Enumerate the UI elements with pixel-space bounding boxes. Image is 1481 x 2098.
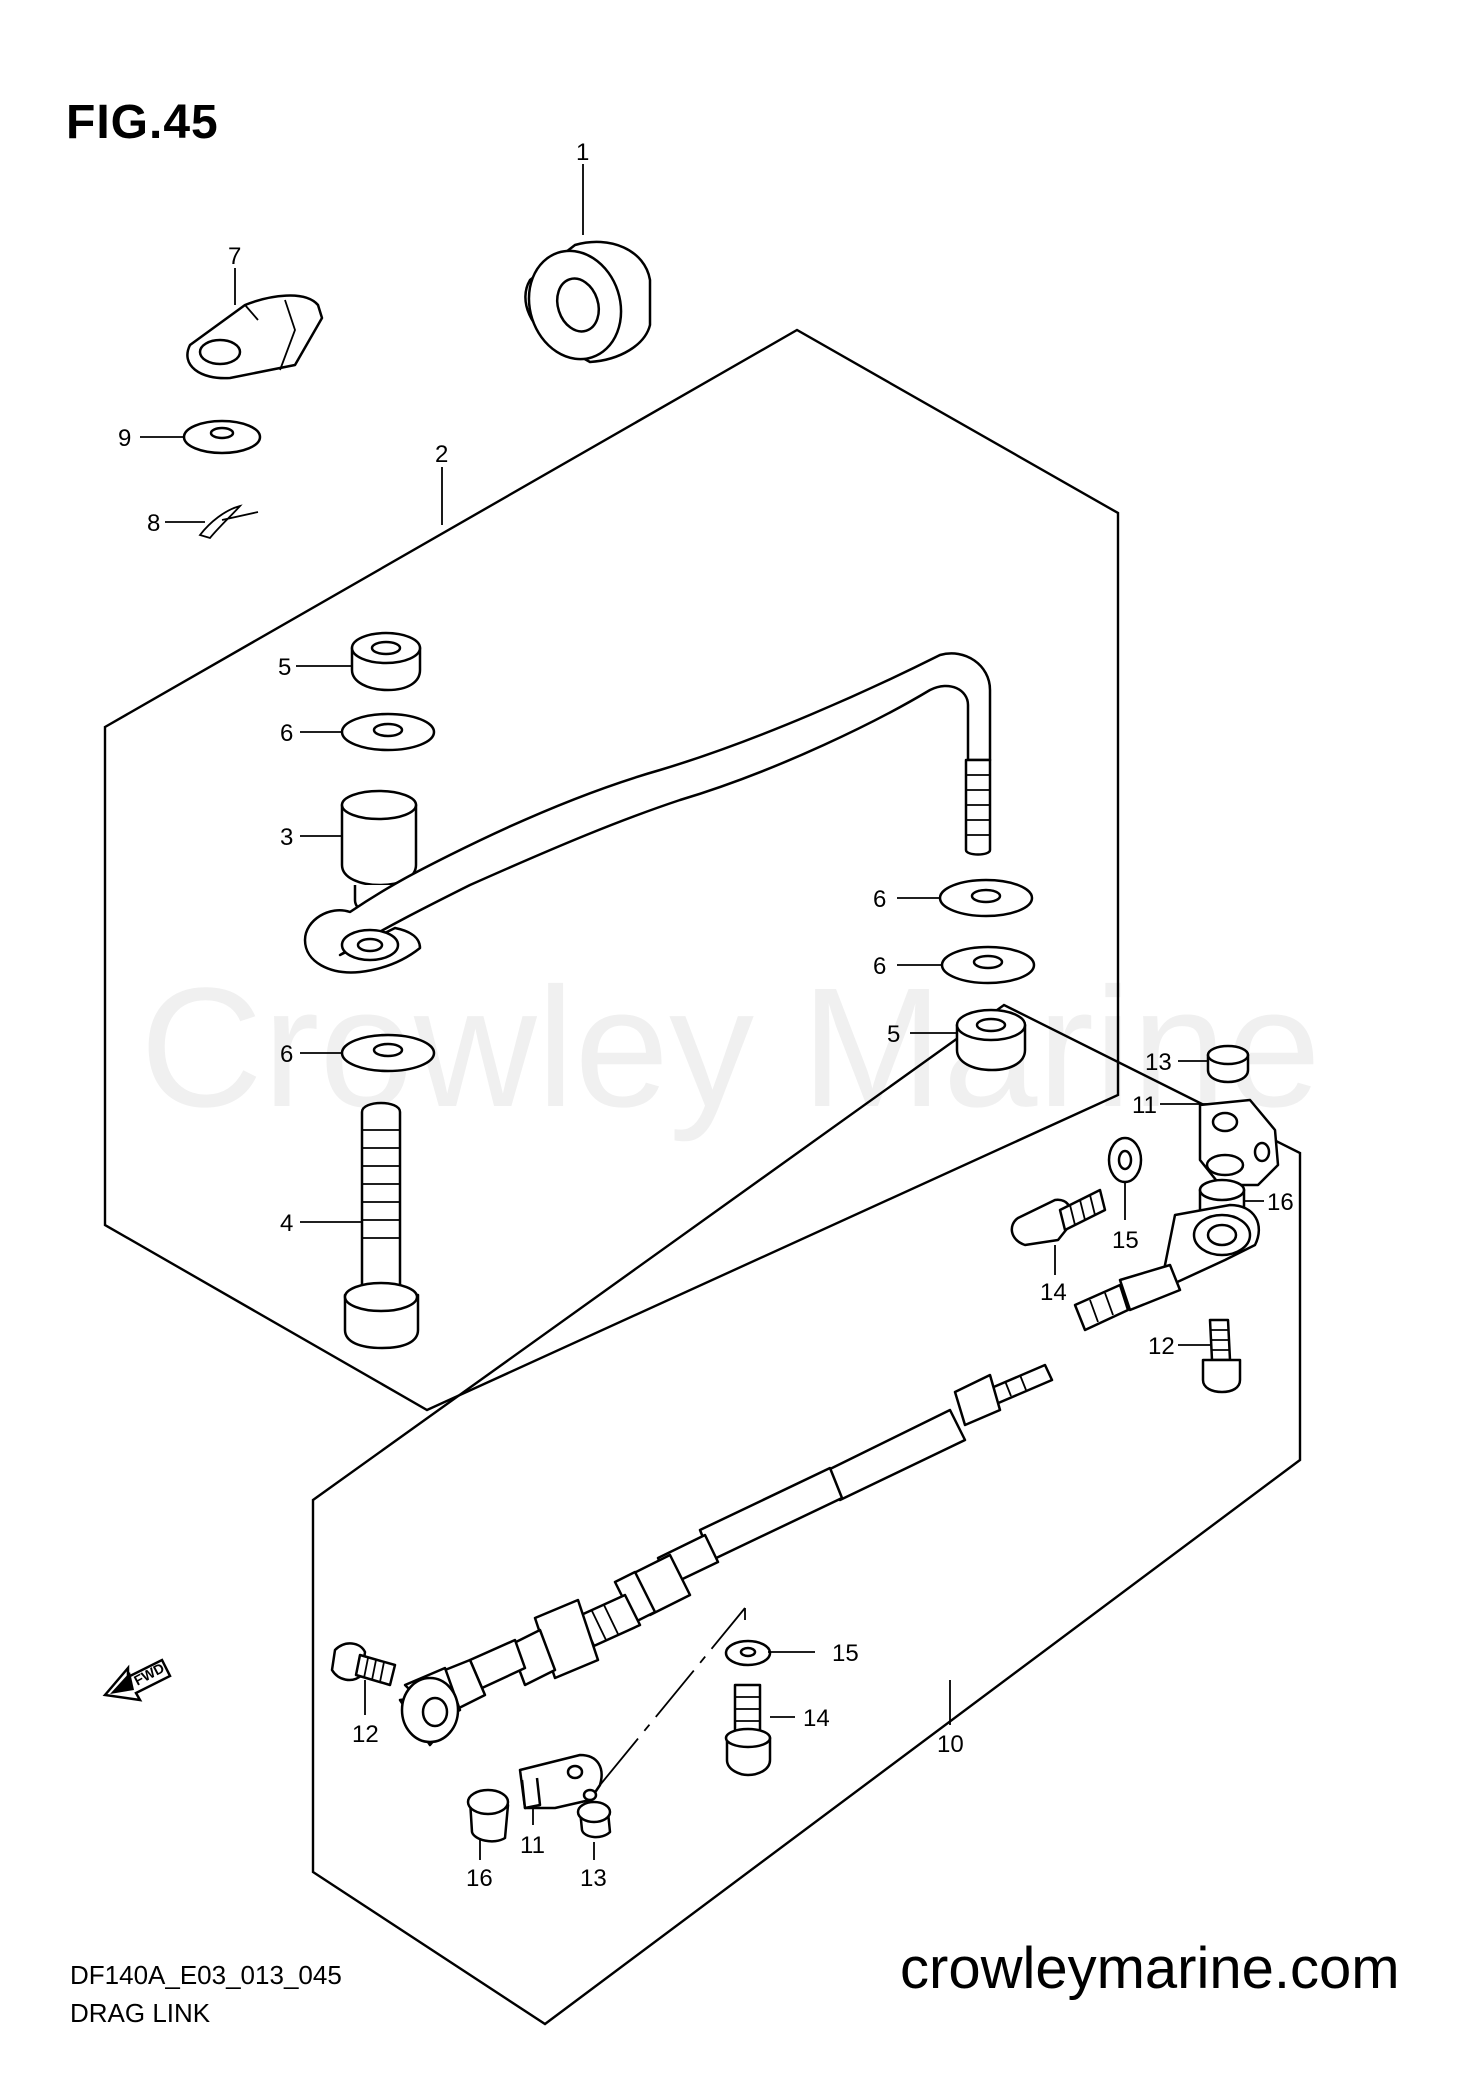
long-bolt — [343, 1101, 420, 1350]
rubber-bushing — [524, 240, 652, 364]
callout-15-top: 15 — [1112, 1227, 1139, 1254]
small-nut-bottom — [576, 1800, 612, 1839]
rod-end-top — [1073, 1203, 1261, 1332]
callout-16-bottom: 16 — [466, 1865, 493, 1892]
bolt-14-top — [1010, 1188, 1107, 1247]
bolt-12-top — [1201, 1318, 1242, 1394]
callout-6-b: 6 — [873, 886, 886, 913]
push-pull-cable — [468, 1363, 1054, 1690]
callout-16-top: 16 — [1267, 1189, 1294, 1216]
callout-2: 2 — [435, 441, 448, 468]
callout-4: 4 — [280, 1210, 293, 1237]
callout-5-top: 5 — [278, 654, 291, 681]
callout-12-top: 12 — [1148, 1333, 1175, 1360]
link-end — [186, 294, 324, 380]
callout-13-bottom: 13 — [580, 1865, 607, 1892]
callout-14-bottom: 14 — [803, 1705, 830, 1732]
washer-15-bottom — [724, 1639, 772, 1667]
callout-6-a: 6 — [280, 720, 293, 747]
website-label: crowleymarine.com — [900, 1936, 1400, 2001]
washer-15-top — [1107, 1136, 1143, 1184]
callout-labels: 1 7 9 8 2 5 6 3 6 6 5 6 4 13 11 15 16 14… — [118, 139, 1294, 1892]
watermark: Crowley Marine — [140, 953, 1321, 1143]
small-nut-top — [1206, 1044, 1250, 1084]
callout-11-top: 11 — [1132, 1092, 1157, 1119]
callout-6-c: 6 — [873, 953, 886, 980]
callout-9: 9 — [118, 425, 131, 452]
cotter-pin — [198, 504, 259, 540]
washer-6a — [340, 712, 436, 752]
callout-5-bottom: 5 — [887, 1021, 900, 1048]
lock-nut-bottom — [955, 1008, 1027, 1072]
figure-title: FIG.45 — [66, 96, 219, 149]
washer-6b — [938, 878, 1034, 918]
callout-8: 8 — [147, 510, 160, 537]
bolt-12-bottom — [330, 1642, 397, 1687]
callout-1: 1 — [576, 139, 589, 166]
callout-11-bottom: 11 — [520, 1832, 545, 1859]
drag-link-assembly-box — [103, 328, 1120, 1412]
small-washer — [182, 419, 262, 455]
callout-3: 3 — [280, 824, 293, 851]
callout-15-bottom: 15 — [832, 1640, 859, 1667]
callout-6-d: 6 — [280, 1041, 293, 1068]
bracket-bottom — [518, 1753, 603, 1810]
callout-10: 10 — [937, 1731, 964, 1758]
callout-13-top: 13 — [1145, 1049, 1172, 1076]
rod-end-bottom — [398, 1658, 487, 1747]
callout-12-bottom: 12 — [352, 1721, 379, 1748]
callout-14-top: 14 — [1040, 1279, 1067, 1306]
diagram-name: DRAG LINK — [70, 1998, 211, 2028]
drag-link-rod — [303, 652, 992, 974]
washer-6d — [340, 1033, 436, 1073]
diagram-code: DF140A_E03_013_045 — [70, 1960, 342, 1990]
lock-nut-top — [350, 631, 422, 692]
callout-7: 7 — [228, 243, 241, 270]
bolt-14-bottom — [724, 1683, 772, 1777]
bracket-top — [1198, 1098, 1280, 1187]
spacer-16-bottom — [466, 1788, 510, 1843]
leader-lines — [140, 164, 1264, 1860]
washer-6c — [940, 945, 1036, 985]
fwd-arrow-icon: FWD — [102, 1658, 172, 1702]
cable-assembly-box — [311, 1003, 1302, 2026]
